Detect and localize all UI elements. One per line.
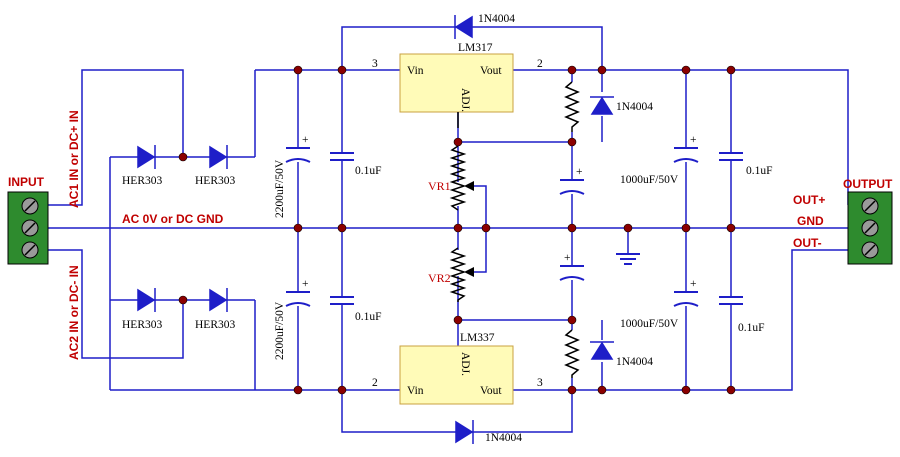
- lm337-pin3: 3: [537, 377, 543, 389]
- lm337-label: LM337: [460, 332, 495, 344]
- her303-label-3: HER303: [122, 319, 163, 331]
- cap-adj-bottom: +: [559, 252, 585, 281]
- cap-2200-label-top: 2200uF/50V: [274, 159, 286, 218]
- cap-01-label-in-top: 0.1uF: [355, 165, 382, 177]
- 1n4004-label-lower: 1N4004: [616, 356, 653, 368]
- cap-01uf-in-bottom: [330, 296, 354, 305]
- her303-label-1: HER303: [122, 175, 163, 187]
- junction-dots: [178, 65, 736, 395]
- diode-1n4004-bottom: [455, 420, 474, 444]
- gnd-label: GND: [797, 214, 824, 228]
- her303-label-4: HER303: [195, 319, 236, 331]
- her303-label-2: HER303: [195, 175, 236, 187]
- svg-text:+: +: [576, 166, 583, 178]
- pot-vr1: [449, 145, 474, 211]
- lm337-vout: Vout: [480, 385, 502, 397]
- lm317-vin: Vin: [407, 65, 424, 77]
- 1n4004-label-bottom: 1N4004: [485, 432, 522, 444]
- cap-01-label-in-bottom: 0.1uF: [355, 311, 382, 323]
- output-title: OUTPUT: [843, 177, 893, 191]
- cap-1000uf-top: +: [673, 134, 699, 163]
- diode-1n4004-lower: [590, 341, 614, 360]
- svg-text:+: +: [564, 252, 571, 264]
- 1n4004-label-upper: 1N4004: [616, 101, 653, 113]
- out-minus-label: OUT-: [793, 236, 822, 250]
- cap-adj-top: +: [559, 166, 585, 195]
- svg-text:+: +: [302, 278, 309, 290]
- resistor-upper: [564, 81, 580, 132]
- out-plus-label: OUT+: [793, 193, 825, 207]
- diode-her303-1: [137, 145, 156, 169]
- svg-text:+: +: [690, 134, 697, 146]
- cap-1000-label-top: 1000uF/50V: [620, 174, 679, 186]
- lm337-pin2: 2: [372, 377, 378, 389]
- input-terminal-block: [7, 191, 49, 265]
- lm317-label: LM317: [458, 42, 493, 54]
- cap-1000uf-bottom: +: [673, 278, 699, 307]
- lm337-adj: ADJ.: [459, 352, 471, 376]
- lm337-vin: Vin: [407, 385, 424, 397]
- cap-1000-label-bottom: 1000uF/50V: [620, 318, 679, 330]
- diode-1n4004-top: [454, 15, 473, 39]
- diode-1n4004-upper: [590, 96, 614, 115]
- cap-2200-label-bottom: 2200uF/50V: [274, 301, 286, 360]
- diode-her303-4: [209, 288, 228, 312]
- diode-her303-2: [209, 145, 228, 169]
- lm317-adj: ADJ.: [459, 88, 471, 112]
- lm317-vout: Vout: [480, 65, 502, 77]
- ac1-net-label: AC1 IN or DC+ IN: [67, 110, 81, 208]
- diode-her303-3: [137, 288, 156, 312]
- lm317-pin3: 3: [372, 58, 378, 70]
- cap-2200uf-bottom: +: [285, 278, 311, 307]
- lm337-regulator: [399, 345, 514, 405]
- output-terminal-block: [847, 191, 893, 265]
- cap-01uf-out-top: [719, 152, 743, 161]
- lm317-regulator: [399, 53, 514, 128]
- 1n4004-label-top: 1N4004: [478, 13, 515, 25]
- vr1-label: VR1: [428, 179, 451, 193]
- svg-text:+: +: [302, 134, 309, 146]
- cap-01uf-out-bottom: [719, 296, 743, 305]
- pot-vr2: [449, 247, 474, 302]
- gnd-line-label: AC 0V or DC GND: [122, 212, 224, 226]
- ac2-net-label: AC2 IN or DC- IN: [67, 265, 81, 360]
- cap-01-label-out-bottom: 0.1uF: [738, 322, 765, 334]
- svg-text:+: +: [690, 278, 697, 290]
- ground-symbol: [616, 253, 640, 265]
- cap-2200uf-top: +: [285, 134, 311, 163]
- cap-01uf-in-top: [330, 152, 354, 161]
- cap-01-label-out-top: 0.1uF: [746, 165, 773, 177]
- resistor-lower: [564, 329, 580, 378]
- lm317-pin2: 2: [537, 58, 543, 70]
- vr2-label: VR2: [428, 271, 451, 285]
- input-title: INPUT: [8, 175, 45, 189]
